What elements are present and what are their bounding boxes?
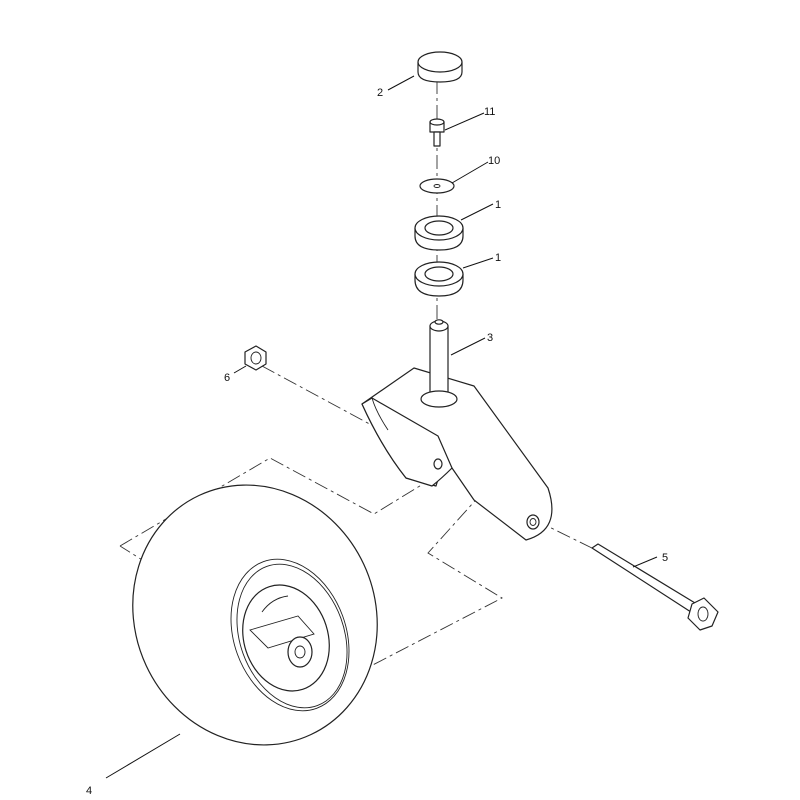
caster-fork	[361, 319, 553, 541]
leader-lines	[105, 75, 658, 779]
bearing-upper	[414, 215, 464, 251]
dust-cap	[417, 51, 463, 83]
callout-labels: 2 11 10 1 1 3 6 5 4	[86, 87, 668, 797]
callout-11: 11	[484, 106, 495, 118]
bearing-lower	[414, 261, 464, 297]
callout-1-lower: 1	[495, 252, 501, 264]
callout-5: 5	[662, 552, 668, 564]
callout-10: 10	[488, 155, 500, 167]
wheel-tire	[132, 484, 378, 746]
callout-1-upper: 1	[495, 199, 501, 211]
callout-3: 3	[487, 332, 493, 344]
bolt	[429, 118, 445, 147]
callout-4: 4	[86, 785, 92, 797]
washer	[419, 178, 455, 194]
callout-6: 6	[224, 372, 230, 384]
nut	[244, 345, 267, 371]
axle-bolt	[591, 543, 719, 631]
callout-2: 2	[377, 87, 383, 99]
